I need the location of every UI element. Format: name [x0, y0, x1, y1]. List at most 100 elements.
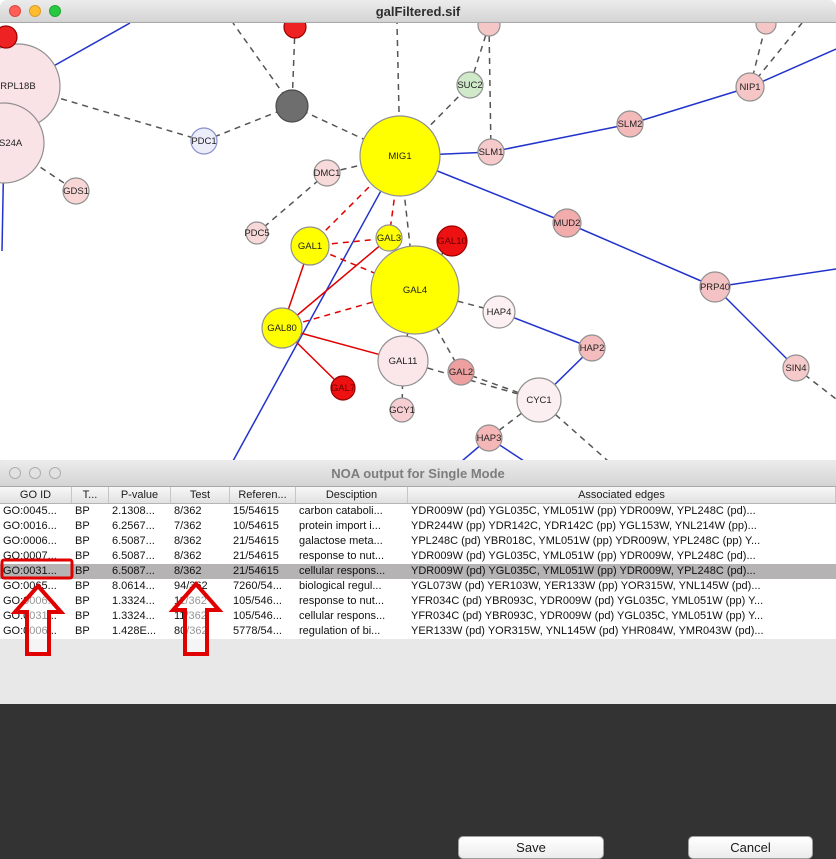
- node-pdc1[interactable]: [190, 127, 218, 155]
- edge-mud2-prp40[interactable]: [566, 222, 716, 288]
- table-cell: 6.5087...: [112, 550, 155, 562]
- column-header-1[interactable]: T...: [72, 487, 109, 503]
- edge-slm2-nip1[interactable]: [629, 86, 751, 125]
- node-gal2[interactable]: [447, 358, 475, 386]
- table-cell: cellular respons...: [299, 565, 386, 577]
- table-cell: protein import i...: [299, 520, 381, 532]
- edge-top_pink-slm1[interactable]: [488, 24, 492, 153]
- table-cell: BP: [75, 610, 90, 622]
- network-canvas[interactable]: RPL18BRPS24AGDS1PDC1DMC1MIG1SUC2SLM1SLM2…: [0, 23, 836, 460]
- table-cell: 11/362: [174, 610, 207, 622]
- edge-gal1-gal4[interactable]: [309, 245, 416, 291]
- node-gal3[interactable]: [375, 224, 403, 252]
- close-button[interactable]: [9, 5, 21, 17]
- table-cell: 105/546...: [233, 610, 282, 622]
- node-gal10[interactable]: [436, 225, 468, 257]
- edge-nip1-off[interactable]: [749, 48, 836, 88]
- window-controls-inactive: [9, 467, 61, 479]
- column-header-6[interactable]: Associated edges: [408, 487, 836, 503]
- table-cell: cellular respons...: [299, 610, 386, 622]
- table-cell: GO:0007...: [3, 550, 57, 562]
- node-label-hap2: HAP2: [580, 343, 605, 354]
- node-slm1[interactable]: [477, 138, 505, 166]
- button-bar: Save Cancel: [0, 639, 836, 859]
- table-cell: 7260/54...: [233, 580, 282, 592]
- edge-prp40-off[interactable]: [714, 268, 836, 288]
- node-top_right[interactable]: [755, 23, 777, 35]
- edge-sin4-off[interactable]: [795, 367, 836, 400]
- table-cell: 11/362: [174, 595, 207, 607]
- node-label-hap3: HAP3: [477, 433, 502, 444]
- table-cell: YER133W (pd) YOR315W, YNL145W (pd) YHR08…: [411, 625, 764, 637]
- node-label-gds1: GDS1: [63, 186, 89, 197]
- save-button[interactable]: Save: [458, 836, 604, 859]
- node-hap4[interactable]: [482, 295, 516, 329]
- table-cell: GO:0045...: [3, 505, 57, 517]
- node-gal7[interactable]: [330, 375, 356, 401]
- network-window: galFiltered.sif RPL18BRPS24AGDS1PDC1DMC1…: [0, 0, 836, 460]
- node-gal11[interactable]: [377, 335, 429, 387]
- minimize-button[interactable]: [29, 467, 41, 479]
- table-cell: response to nut...: [299, 550, 384, 562]
- node-top_pink[interactable]: [477, 23, 501, 37]
- node-sin4[interactable]: [782, 354, 810, 382]
- edge-gal80-gal3[interactable]: [281, 237, 390, 329]
- node-hap2[interactable]: [578, 334, 606, 362]
- node-mig1[interactable]: [359, 115, 441, 197]
- node-dmc1[interactable]: [313, 159, 341, 187]
- node-mud2[interactable]: [552, 208, 582, 238]
- table-cell: 21/54615: [233, 535, 279, 547]
- column-header-3[interactable]: Test: [171, 487, 230, 503]
- column-header-2[interactable]: P-value: [109, 487, 171, 503]
- noa-window-titlebar[interactable]: NOA output for Single Mode: [0, 460, 836, 487]
- edge-prp40-sin4[interactable]: [714, 286, 797, 369]
- node-tl_red[interactable]: [0, 25, 18, 49]
- minimize-button[interactable]: [29, 5, 41, 17]
- table-cell: YFR034C (pd) YBR093C, YDR009W (pd) YGL03…: [411, 595, 764, 607]
- node-suc2[interactable]: [456, 71, 484, 99]
- node-pdc5[interactable]: [245, 221, 269, 245]
- network-window-titlebar[interactable]: galFiltered.sif: [0, 0, 836, 23]
- table-cell: BP: [75, 550, 90, 562]
- table-cell: response to nut...: [299, 595, 384, 607]
- edge-dark1-off[interactable]: [232, 23, 293, 107]
- column-header-0[interactable]: GO ID: [0, 487, 72, 503]
- node-rps24a[interactable]: [0, 102, 45, 184]
- zoom-button[interactable]: [49, 467, 61, 479]
- zoom-button[interactable]: [49, 5, 61, 17]
- node-dark1[interactable]: [275, 89, 309, 123]
- node-hap3[interactable]: [475, 424, 503, 452]
- node-nip1[interactable]: [735, 72, 765, 102]
- cancel-button[interactable]: Cancel: [688, 836, 813, 859]
- node-slm2[interactable]: [616, 110, 644, 138]
- node-label-suc2: SUC2: [457, 80, 482, 91]
- column-header-5[interactable]: Desciption: [296, 487, 408, 503]
- node-label-gal1: GAL1: [298, 241, 322, 252]
- close-button[interactable]: [9, 467, 21, 479]
- node-gal80[interactable]: [261, 307, 303, 349]
- node-gal4[interactable]: [370, 245, 460, 335]
- table-cell: 8/362: [174, 505, 202, 517]
- node-cyc1[interactable]: [516, 377, 562, 423]
- edge-dmc1-pdc5[interactable]: [256, 172, 328, 234]
- noa-window-title: NOA output for Single Mode: [331, 465, 505, 481]
- node-gal1[interactable]: [290, 226, 330, 266]
- node-gcy1[interactable]: [389, 397, 415, 423]
- edge-hap4-hap2[interactable]: [498, 311, 593, 349]
- node-top_red[interactable]: [283, 23, 307, 39]
- edge-top_red-dark1[interactable]: [291, 26, 296, 107]
- edge-mig1-off[interactable]: [232, 155, 401, 460]
- node-gds1[interactable]: [62, 177, 90, 205]
- node-prp40[interactable]: [699, 271, 731, 303]
- column-header-4[interactable]: Referen...: [230, 487, 296, 503]
- edge-slm1-slm2[interactable]: [490, 123, 631, 153]
